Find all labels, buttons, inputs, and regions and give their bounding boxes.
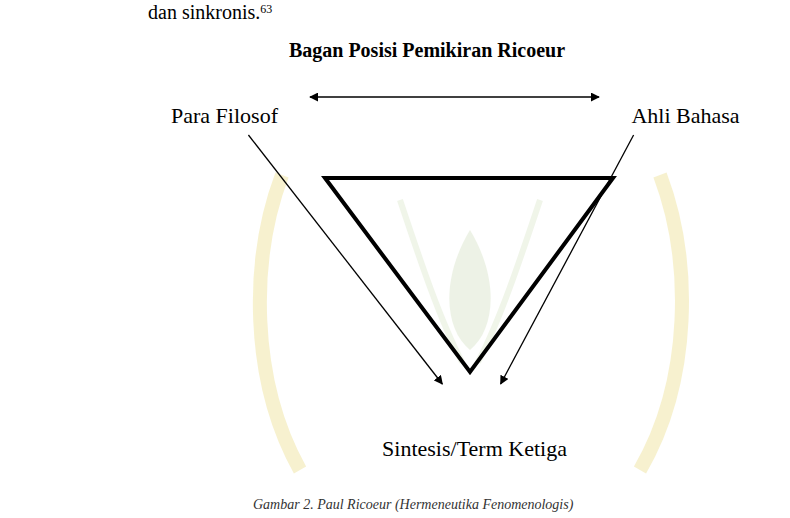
watermark-drop: [449, 230, 490, 350]
watermark: [260, 175, 682, 470]
node-label: Para Filosof: [171, 103, 278, 129]
node-label: Sintesis/Term Ketiga: [382, 436, 567, 462]
watermark-band: [260, 175, 300, 470]
figure-caption: Gambar 2. Paul Ricoeur (Hermeneutika Fen…: [253, 496, 573, 514]
diagram-title: Bagan Posisi Pemikiran Ricoeur: [127, 38, 727, 62]
triangle-outline: [325, 178, 613, 372]
watermark-band: [640, 175, 682, 470]
footnote-number: 63: [260, 2, 272, 16]
body-text: dan sinkronis.: [148, 1, 260, 23]
text-node: Para Filosof: [139, 92, 310, 135]
arrow-connector: [248, 135, 442, 384]
text-node: Ahli Bahasa: [599, 92, 772, 135]
arrow-connector: [310, 96, 599, 97]
text-line: dan sinkronis.63: [148, 0, 272, 26]
watermark-stroke: [478, 200, 540, 362]
watermark-stroke: [400, 200, 462, 362]
text-node: Sintesis/Term Ketiga: [374, 384, 575, 468]
arrow-connector: [501, 135, 634, 384]
node-label: Ahli Bahasa: [631, 103, 740, 129]
